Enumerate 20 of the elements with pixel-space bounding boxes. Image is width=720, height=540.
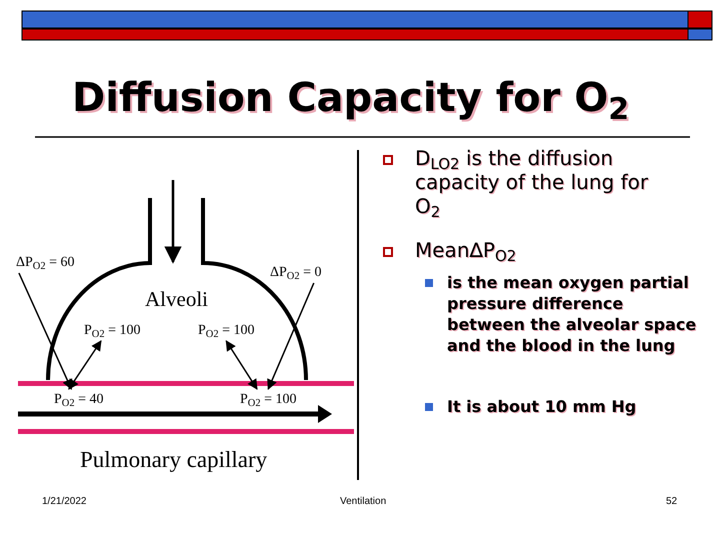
pressure-label: P$_{O2}$ = 100 — [198, 320, 255, 341]
pressure-label: P$_{O2}$ = 40 — [54, 389, 104, 410]
alveoli-label: Alveoli — [145, 286, 208, 313]
arrow — [267, 282, 314, 390]
footer-text: Ventilation — [340, 495, 386, 509]
pressure-label: P$_{O2}$ = 100 — [84, 320, 141, 341]
pressure-label: ΔP$_{O2}$ = 0 — [270, 262, 322, 283]
capillary-label: Pulmonary capillary — [80, 446, 268, 474]
arrow — [226, 340, 258, 390]
arrow — [18, 272, 72, 390]
pressure-label: P$_{O2}$ = 100 — [240, 389, 297, 410]
pressure-label: ΔP$_{O2}$ = 60 — [16, 252, 75, 273]
sub-bullet-text: is the mean oxygen partial pressure difference between the alveolar space and the blood in the lung — [447, 272, 697, 356]
page-number: 52 — [666, 495, 678, 509]
bullet-text: Mean∆P$_{O2}$ — [415, 238, 518, 262]
date-footer: 1/21/2022 — [42, 494, 86, 509]
sub-bullet-text: It is about 10 mm Hg — [447, 396, 638, 417]
slide-title: Diffusion Capacity for O$_{2}$ — [72, 74, 630, 128]
arrow — [68, 340, 102, 390]
bullet-text: D$_{LO2}$ is the diffusion capacity of the lung for O$_{2}$ — [415, 146, 650, 218]
